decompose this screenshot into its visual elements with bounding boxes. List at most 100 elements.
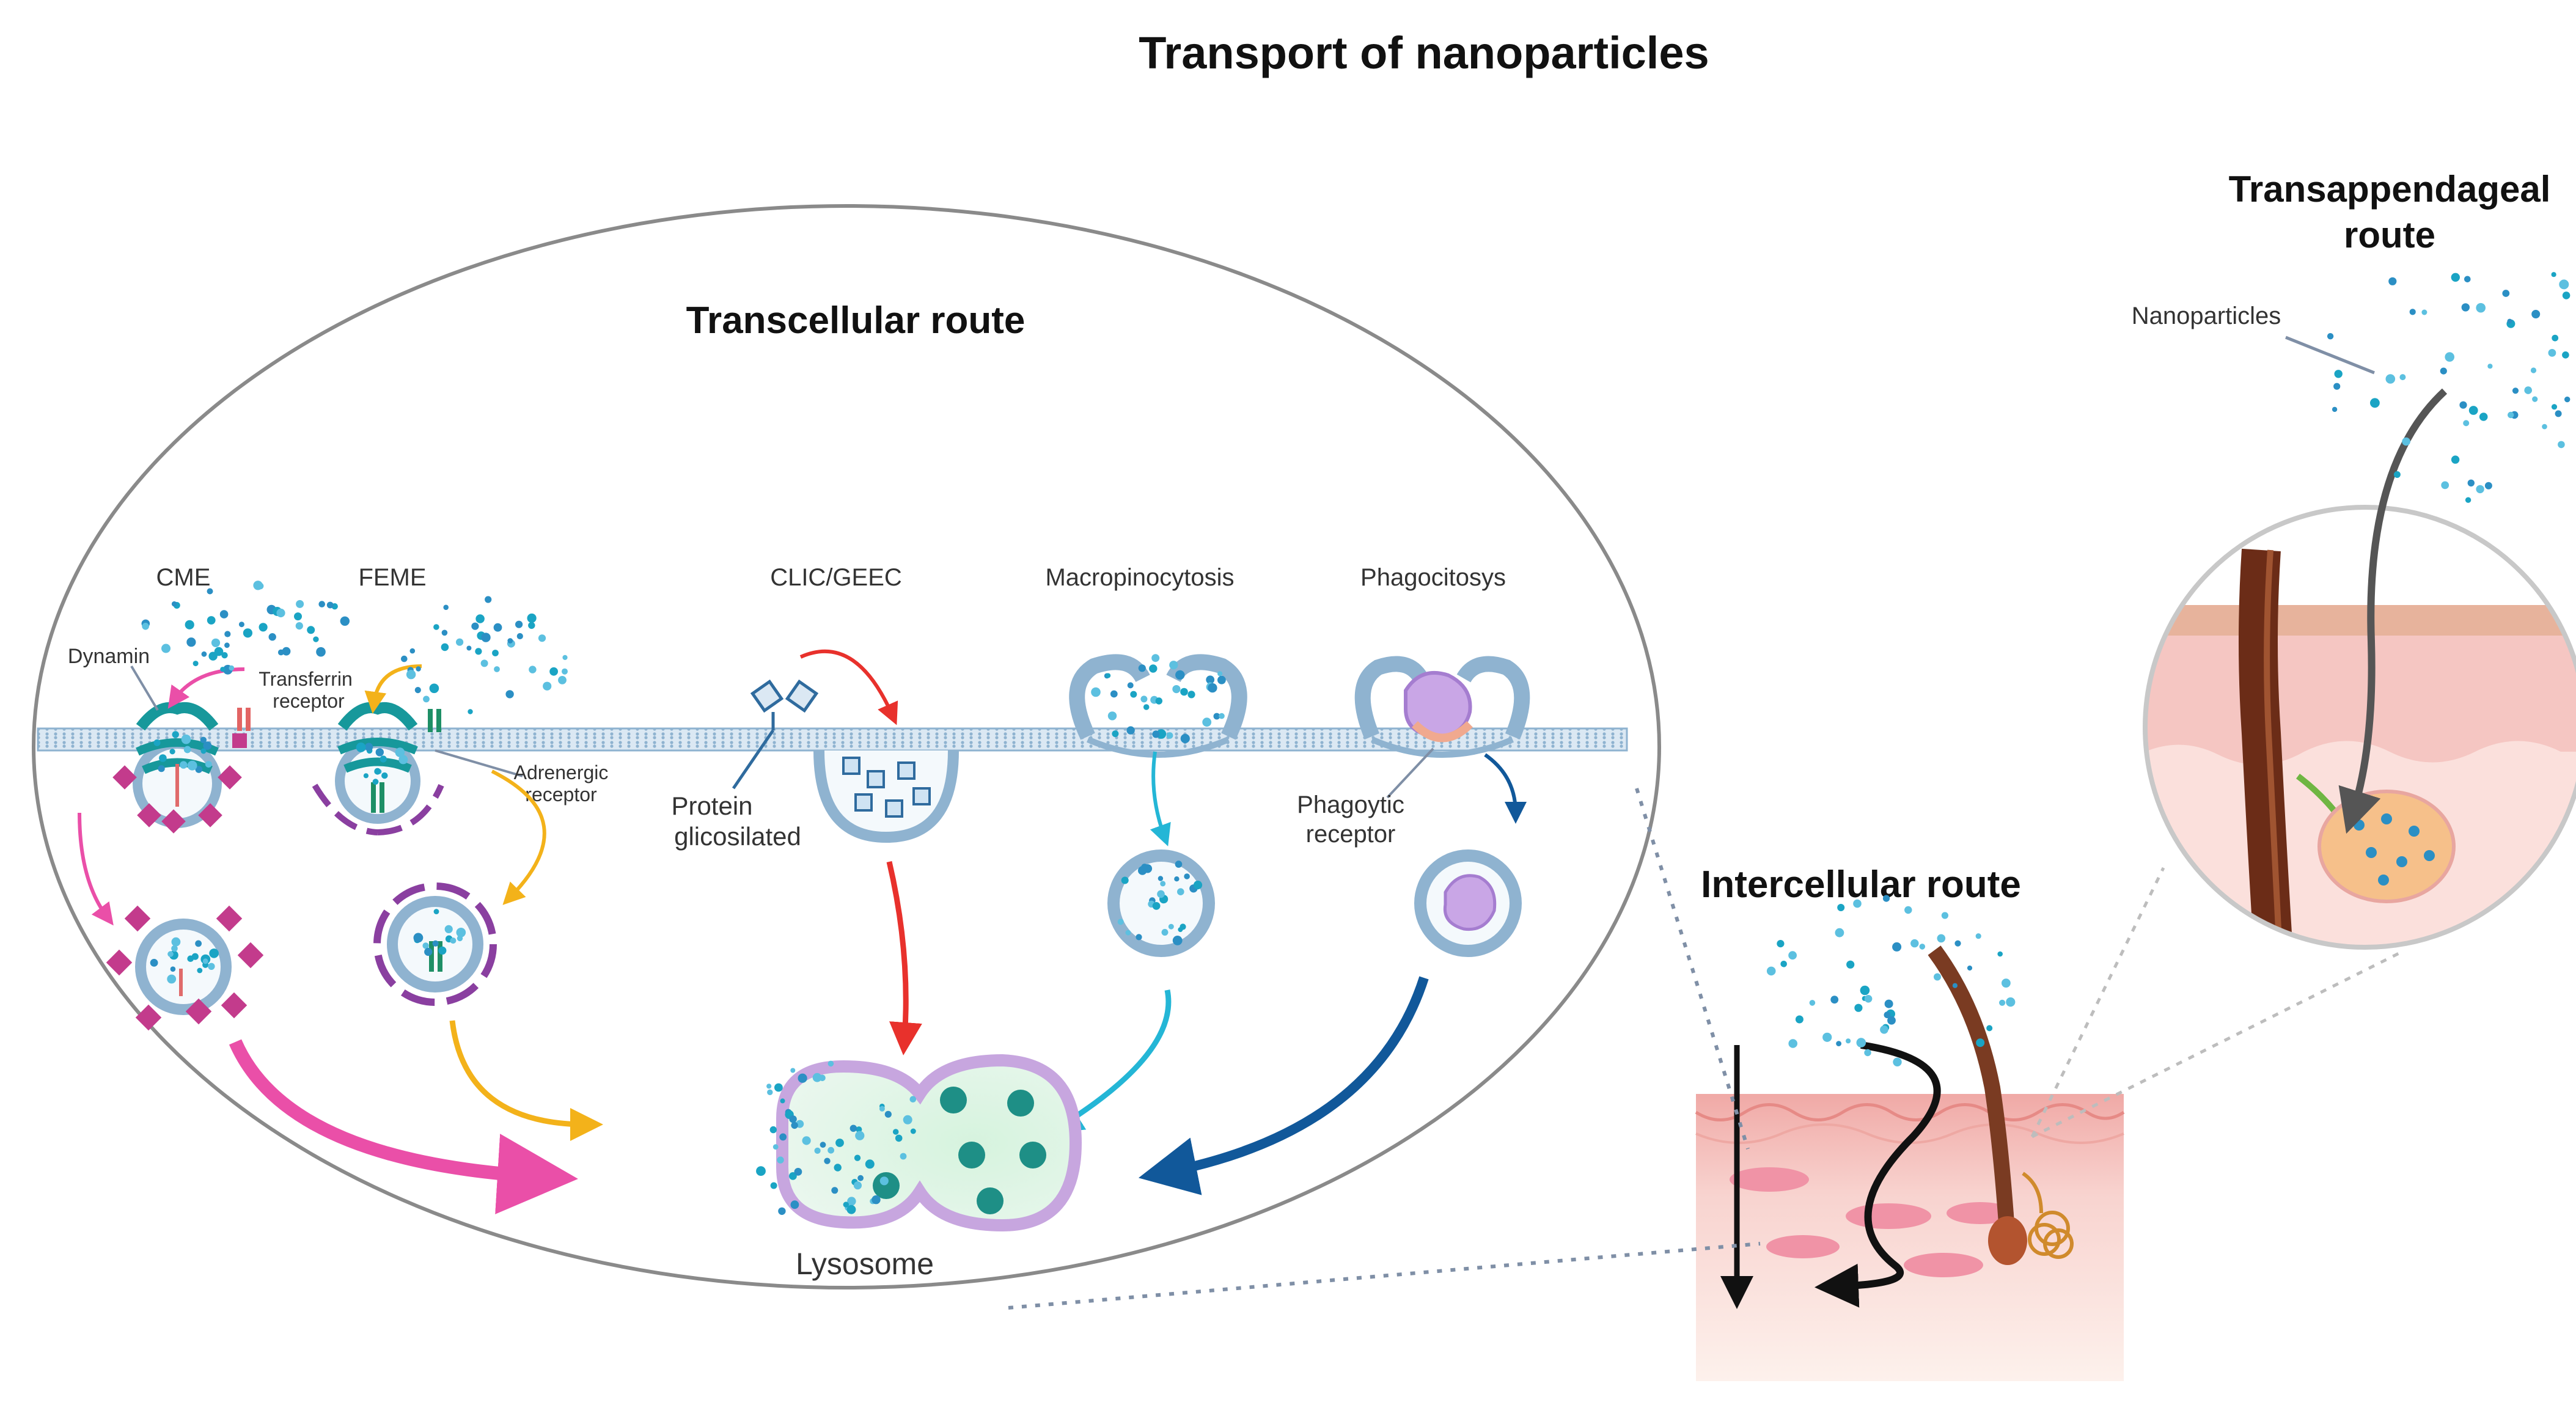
nanoparticle-dot xyxy=(900,1153,907,1160)
nanoparticle-dot xyxy=(195,766,203,773)
nanoparticle-dot xyxy=(756,1166,766,1176)
nanoparticle-dot xyxy=(187,955,194,962)
nanoparticle-dot xyxy=(1125,930,1131,936)
nanoparticle-dot xyxy=(432,940,439,947)
nanoparticle-dot xyxy=(1202,717,1212,727)
nanoparticle-dot xyxy=(444,925,453,933)
nanoparticle-dot xyxy=(812,1073,822,1082)
nanoparticle-dot xyxy=(879,1176,889,1186)
nanoparticle-dot xyxy=(1140,695,1148,703)
nanoparticle-dot xyxy=(1882,895,1890,902)
nanoparticles-pointer xyxy=(2285,336,2375,375)
nanoparticle-dot xyxy=(892,1129,899,1135)
nanoparticle-dot xyxy=(766,1084,772,1089)
nanoparticle-dot xyxy=(1975,933,1981,939)
nanoparticle-dot xyxy=(1177,888,1184,895)
nanoparticle-dot xyxy=(2487,364,2493,369)
nanoparticle-dot xyxy=(1155,697,1163,705)
nanoparticle-dot xyxy=(2333,383,2341,390)
nanoparticle-dot xyxy=(865,1159,875,1169)
nanoparticle-dot xyxy=(424,947,433,956)
nanoparticle-dot xyxy=(202,958,208,964)
nanoparticle-dot xyxy=(142,623,149,630)
nanoparticle-dot xyxy=(1836,1041,1842,1046)
np-cluster-feme xyxy=(401,596,568,714)
nanoparticle-dot xyxy=(466,645,472,651)
nanoparticle-dot xyxy=(238,622,244,628)
nanoparticle-dot xyxy=(538,634,546,642)
nanoparticle-dot xyxy=(1954,940,1961,947)
nanoparticle-dot xyxy=(2461,303,2470,312)
nanoparticle-dot xyxy=(1884,1011,1891,1019)
nanoparticle-dot xyxy=(429,683,439,694)
nanoparticle-dot xyxy=(2465,497,2471,503)
intercellular-title: Intercellular route xyxy=(1701,864,2021,906)
nanoparticle-dot xyxy=(456,638,464,646)
nanoparticle-dot xyxy=(1184,873,1190,879)
cme-arrow-to-vesicle xyxy=(78,812,114,926)
nanoparticle-dot xyxy=(2562,351,2569,359)
transappendageal-title-1: Transappendageal xyxy=(2229,169,2551,210)
nanoparticle-dot xyxy=(1112,730,1119,738)
np-cluster-feme-pit xyxy=(356,743,408,785)
nanoparticle-dot xyxy=(485,596,492,603)
zoom-dotted-lower xyxy=(1008,1242,1761,1310)
protein-glicosilated-label-1: Protein xyxy=(671,791,752,820)
nanoparticle-dot xyxy=(2530,367,2537,373)
nanoparticle-dot xyxy=(543,681,552,691)
nanoparticle-dot xyxy=(1187,691,1195,699)
macro-arrow-to-vesicle xyxy=(1150,751,1171,846)
nanoparticle-dot xyxy=(180,761,188,769)
nanoparticle-dot xyxy=(827,1146,834,1154)
nanoparticle-dot xyxy=(2327,333,2334,340)
nanoparticle-dot xyxy=(791,1121,798,1129)
nanoparticle-dot xyxy=(363,773,369,779)
nanoparticle-dot xyxy=(2467,479,2475,486)
nanoparticle-dot xyxy=(834,1164,842,1172)
macropinocytosis-ruffles xyxy=(1069,654,1247,758)
nanoparticle-dot xyxy=(1152,730,1160,738)
zoom-dotted-upper xyxy=(1635,788,1750,1150)
nanoparticle-dot xyxy=(2532,396,2538,402)
nanoparticle-dot xyxy=(1172,936,1183,945)
nanoparticle-dot xyxy=(820,1142,826,1148)
nanoparticle-dot xyxy=(1809,1000,1816,1006)
nanoparticle-dot xyxy=(798,1073,807,1083)
nanoparticle-dot xyxy=(1777,940,1785,948)
cme-vesicle xyxy=(106,905,264,1031)
np-cluster-macropinosome xyxy=(1117,860,1203,945)
hair-follicle xyxy=(1928,945,2074,1265)
nanoparticle-dot xyxy=(1149,664,1158,673)
nanoparticle-dot xyxy=(505,690,514,699)
nanoparticle-dot xyxy=(1174,876,1180,882)
nanoparticle-dot xyxy=(2393,471,2401,478)
nanoparticle-dot xyxy=(229,665,235,671)
nanoparticle-dot xyxy=(480,659,488,667)
nanoparticle-dot xyxy=(433,909,439,914)
nanoparticle-dot xyxy=(1952,983,1958,988)
transferrin-receptor-label-1: Transferrin xyxy=(259,668,353,690)
nanoparticle-dot xyxy=(1136,934,1142,941)
phagosome xyxy=(1414,849,1522,957)
nanoparticle-dot xyxy=(414,687,421,694)
nanoparticle-dot xyxy=(224,631,231,637)
nanoparticle-dot xyxy=(1986,1025,1993,1032)
transferrin-receptor-label-2: receptor xyxy=(273,690,345,712)
nanoparticle-dot xyxy=(375,748,384,757)
protein-glicosilated-label-2: glicosilated xyxy=(674,822,801,851)
nanoparticle-dot xyxy=(1193,881,1203,890)
nanoparticle-dot xyxy=(2562,292,2570,299)
phagoytic-receptor-pointer xyxy=(1386,747,1434,799)
nanoparticle-dot xyxy=(492,650,499,656)
nanoparticle-dot xyxy=(1864,1049,1871,1057)
nanoparticle-dot xyxy=(831,1187,838,1194)
nanoparticle-dot xyxy=(2409,309,2416,315)
nanoparticle-dot xyxy=(1166,732,1173,739)
np-cluster-cme-pit xyxy=(153,731,212,773)
clic-arrow-to-lysosome xyxy=(886,860,922,1055)
nanoparticle-dot xyxy=(171,937,181,947)
nanoparticle-dot xyxy=(835,1139,844,1147)
nanoparticle-dot xyxy=(549,667,558,676)
nanoparticle-dot xyxy=(243,628,252,638)
